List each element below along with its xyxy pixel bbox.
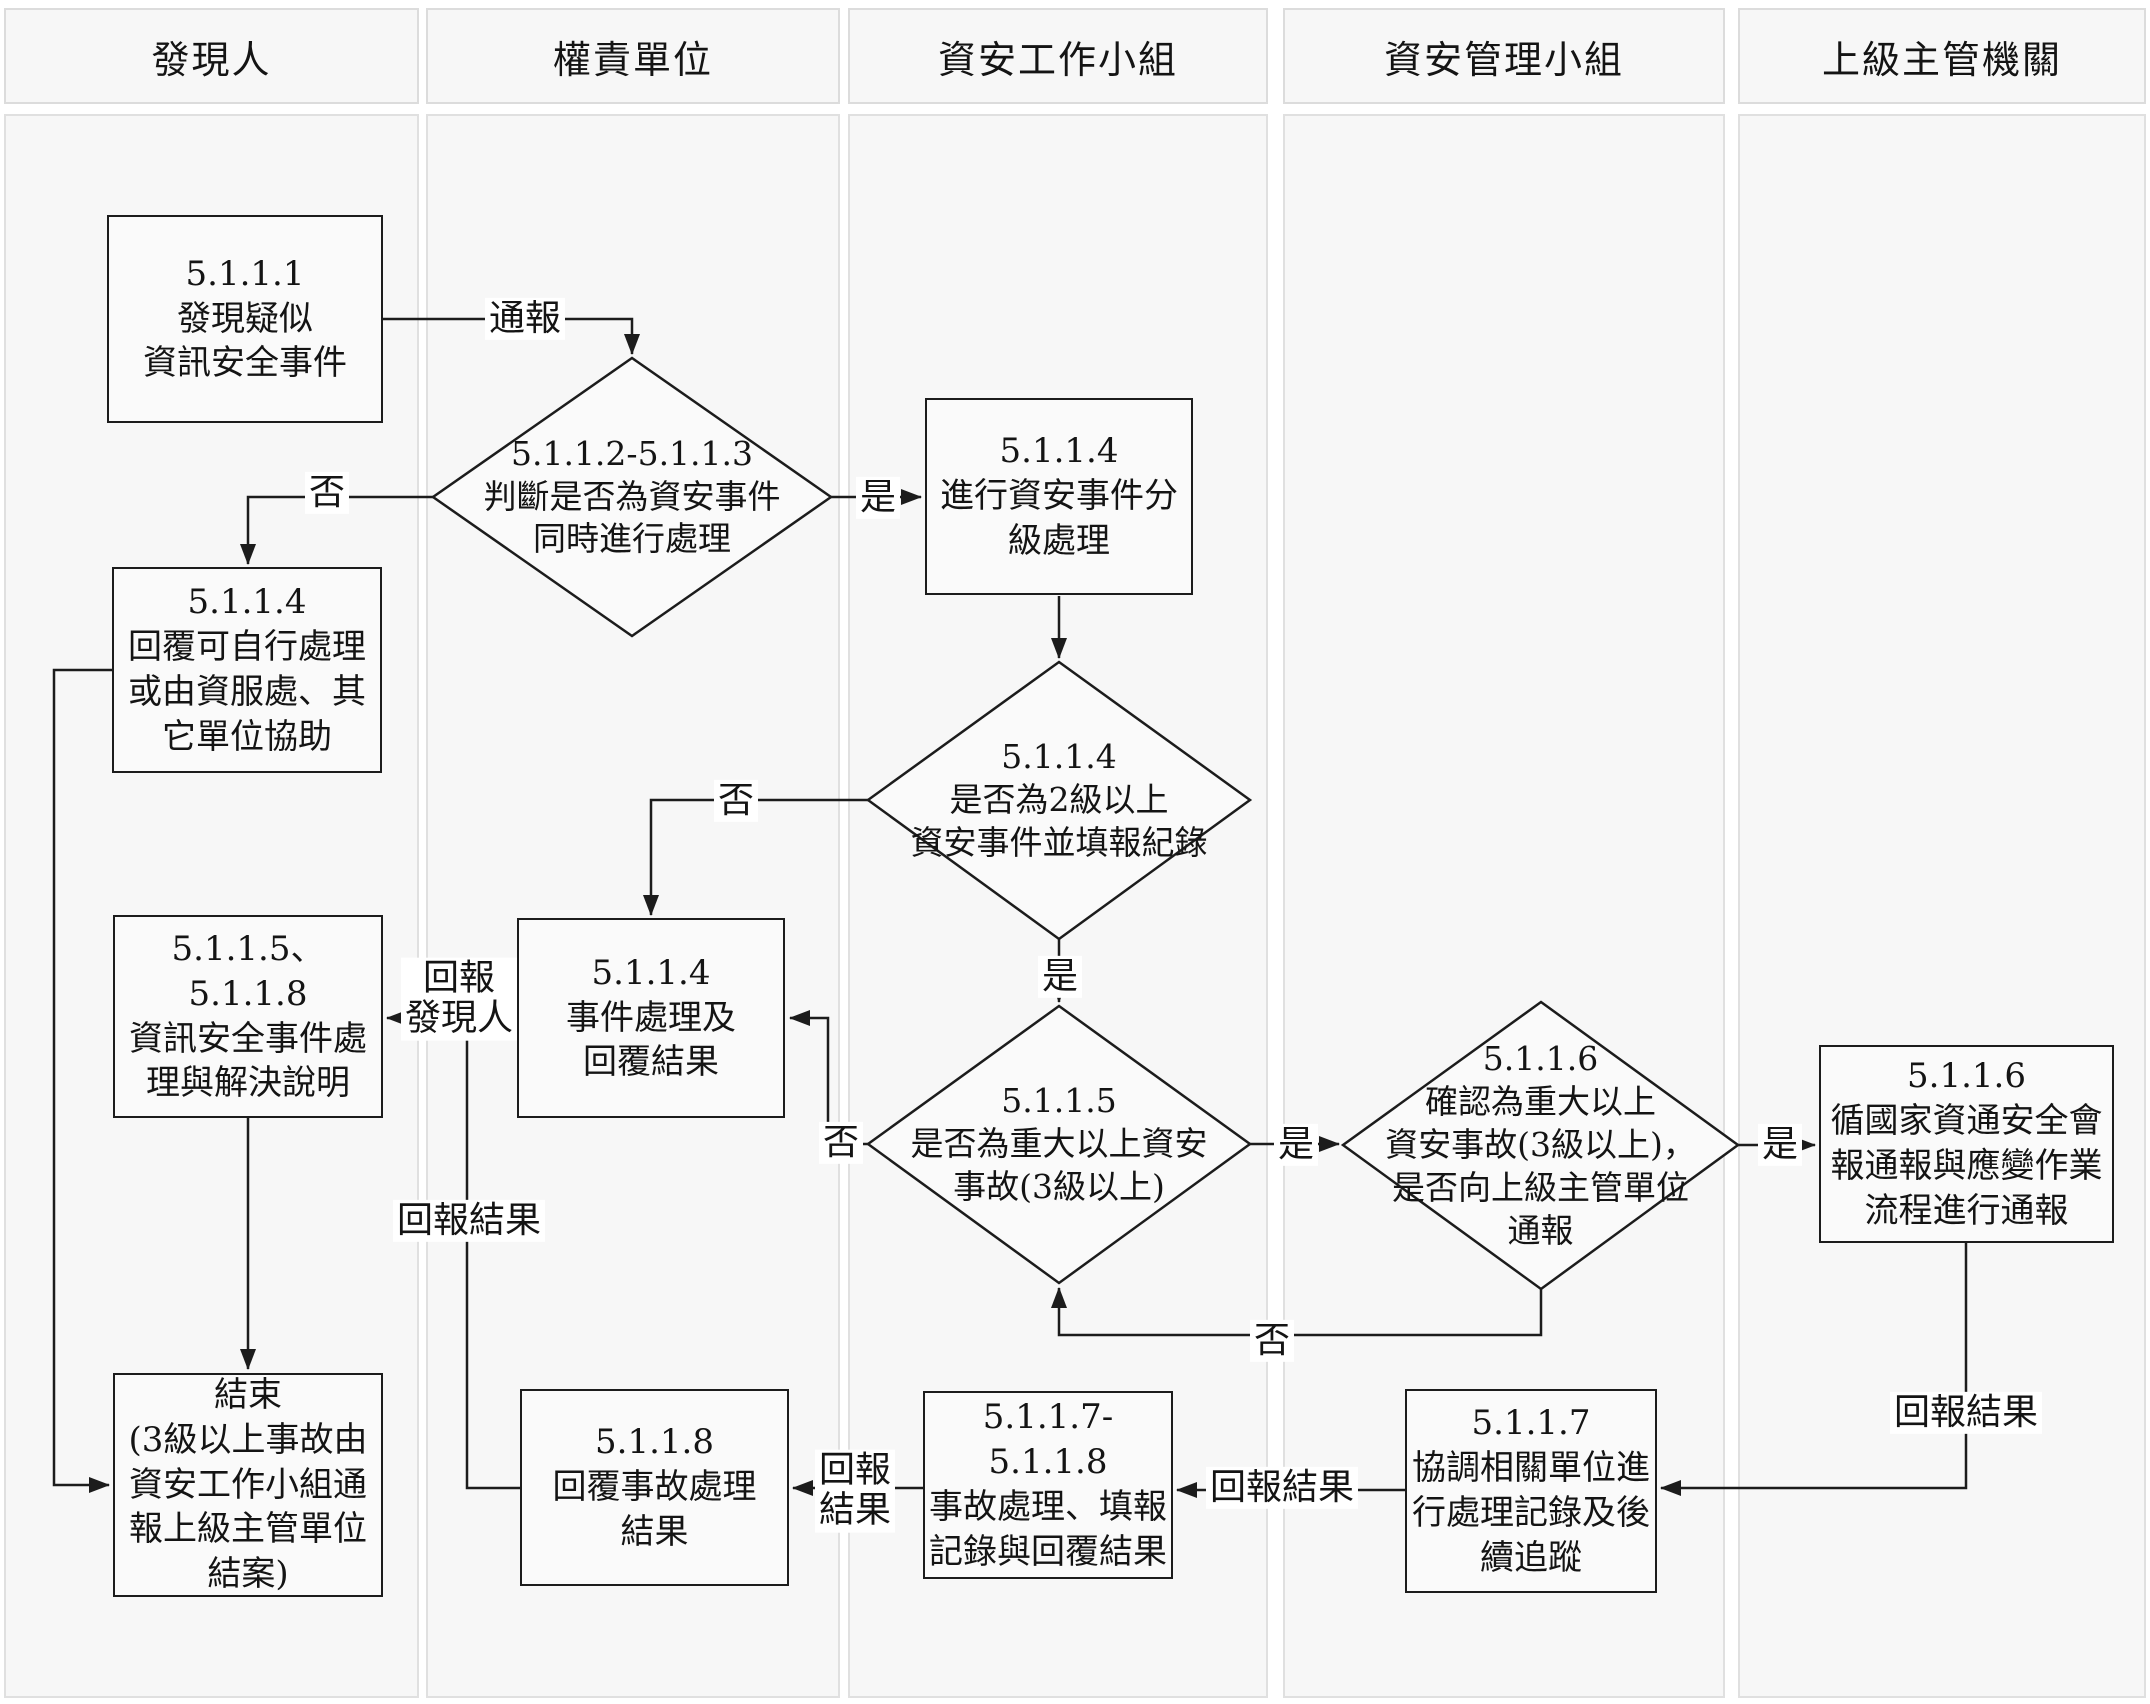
lane-header-discoverer: 發現人 xyxy=(4,8,419,104)
decision-major-shape xyxy=(865,1004,1253,1285)
edge-notify xyxy=(383,317,640,355)
edge-label-judge-no: 否 xyxy=(304,471,350,515)
edge-replyself-to-end xyxy=(52,668,112,1493)
edge-label-report-result-right: 回報結果 xyxy=(1205,1466,1359,1510)
node-discover: 5.1.1.1 發現疑似 資訊安全事件 xyxy=(107,215,383,423)
edge-label-report-discoverer: 回報 發現人 xyxy=(400,957,518,1041)
edge-label-level2-yes: 是 xyxy=(1037,955,1083,999)
node-explain: 5.1.1.5、5.1.1.8 資訊安全事件處 理與解決說明 xyxy=(113,915,383,1118)
edge-label-judge-yes: 是 xyxy=(855,476,901,520)
lane-header-responsible-unit: 權責單位 xyxy=(426,8,840,104)
edge-replyincident-to-discoverer xyxy=(465,1018,520,1490)
node-reply-self: 5.1.1.4 回覆可自行處理 或由資服處、其 它單位協助 xyxy=(112,567,382,773)
node-end: 結束 (3級以上事故由 資安工作小組通 報上級主管單位 結案) xyxy=(113,1373,383,1597)
node-coordinate: 5.1.1.7 協調相關單位進 行處理記錄及後 續追蹤 xyxy=(1405,1389,1657,1593)
node-reply-incident: 5.1.1.8 回覆事故處理 結果 xyxy=(520,1389,789,1586)
decision-confirm-major-text: 5.1.1.6 確認為重大以上 資安事故(3級以上)， 是否向上級主管單位 通報 xyxy=(1385,1039,1696,1250)
node-national-report: 5.1.1.6 循國家資通安全會 報通報與應變作業 流程進行通報 xyxy=(1819,1045,2114,1243)
edge-label-level2-no: 否 xyxy=(713,779,759,823)
edge-label-major-no: 否 xyxy=(818,1121,864,1165)
decision-major-text: 5.1.1.5 是否為重大以上資安 事故(3級以上) xyxy=(910,1081,1208,1206)
edge-label-major-yes: 是 xyxy=(1273,1123,1319,1167)
node-incident-handle: 5.1.1.7-5.1.1.8 事故處理、填報 記錄與回覆結果 xyxy=(923,1391,1173,1579)
lane-header-superior-authority: 上級主管機關 xyxy=(1738,8,2146,104)
edge-judge-no xyxy=(240,495,433,565)
edge-label-report-result-left: 回報結果 xyxy=(392,1199,546,1243)
edge-label-report-result-mid: 回報 結果 xyxy=(814,1449,896,1533)
edge-label-confirm-yes: 是 xyxy=(1757,1123,1803,1167)
decision-judge-shape xyxy=(430,356,834,638)
edge-level2-no xyxy=(643,798,868,916)
lane-header-security-workgroup: 資安工作小組 xyxy=(848,8,1268,104)
lane-header-security-mgmt-group: 資安管理小組 xyxy=(1283,8,1725,104)
edge-label-confirm-no: 否 xyxy=(1249,1319,1295,1363)
node-classify: 5.1.1.4 進行資安事件分 級處理 xyxy=(925,398,1193,595)
edge-label-report-result-top: 回報結果 xyxy=(1889,1391,2043,1435)
edge-label-notify: 通報 xyxy=(484,297,566,341)
decision-judge-text: 5.1.1.2-5.1.1.3 判斷是否為資安事件 同時進行處理 xyxy=(483,433,781,559)
decision-level2-text: 5.1.1.4 是否為2級以上 資安事件並填報紀錄 xyxy=(910,737,1208,862)
edge-confirm-no xyxy=(1051,1287,1543,1337)
edge-national-to-coordinate xyxy=(1660,1243,1968,1496)
node-handle-reply: 5.1.1.4 事件處理及 回覆結果 xyxy=(517,918,785,1118)
